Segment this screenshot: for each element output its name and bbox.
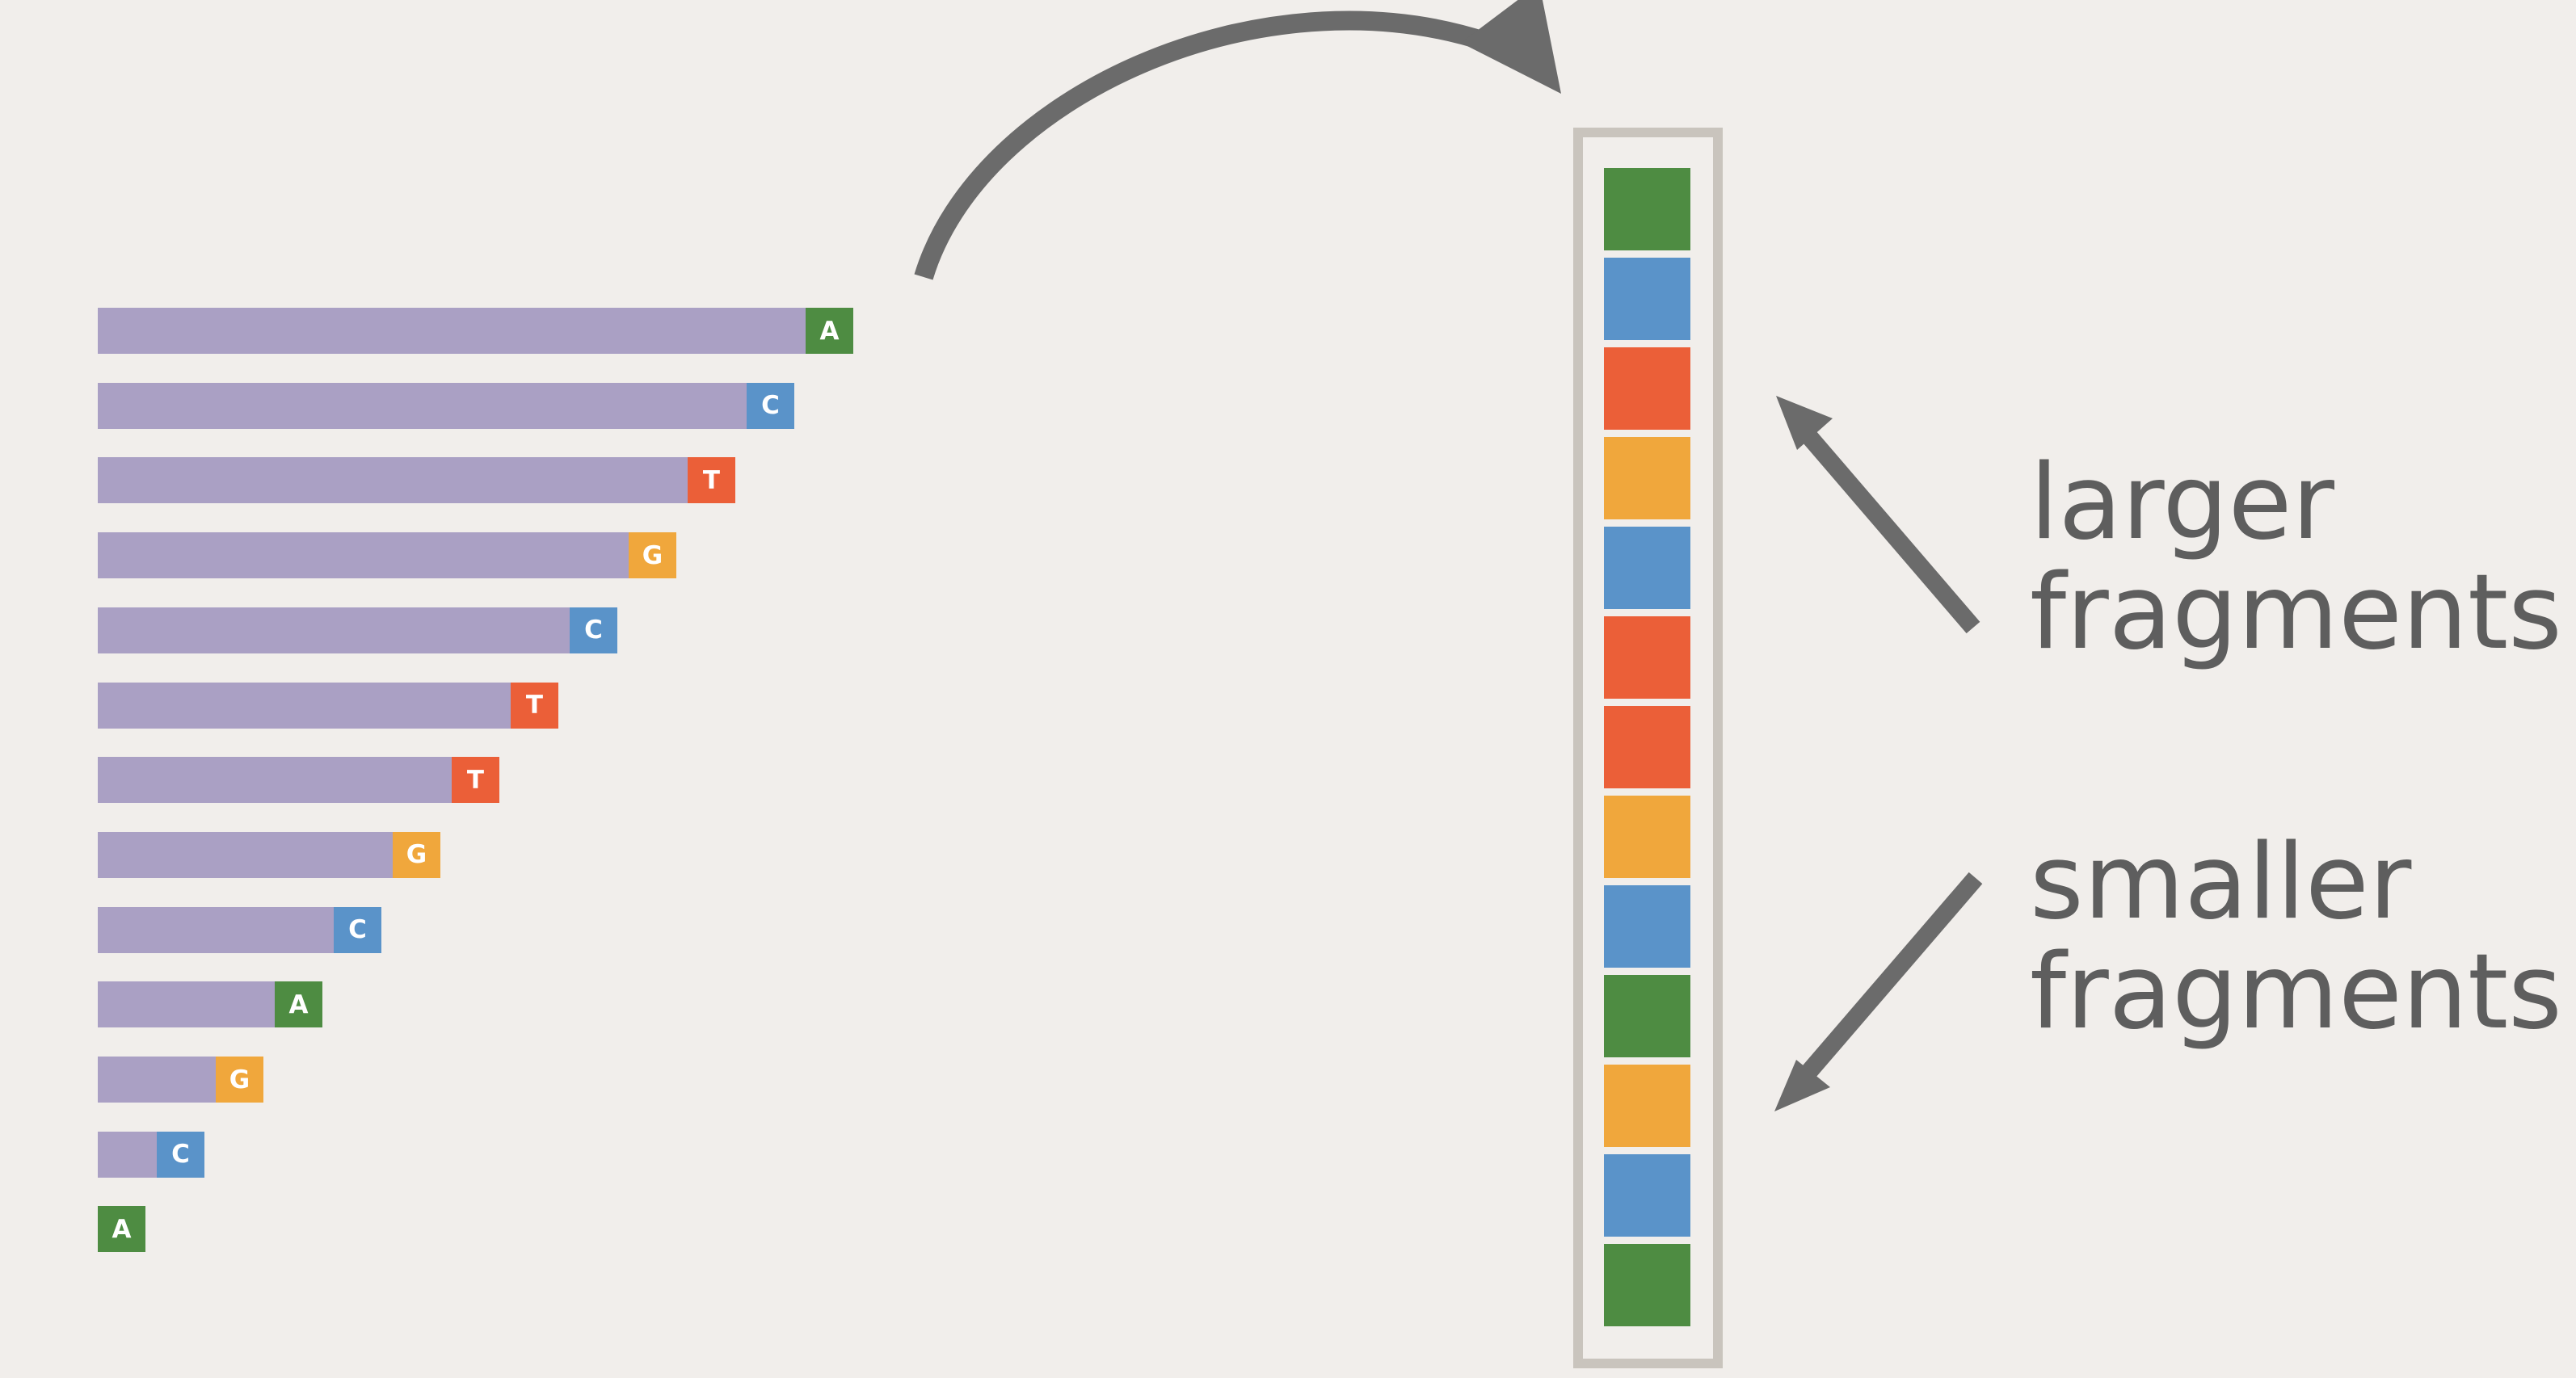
dna-fragment: A: [98, 1206, 145, 1253]
fragment-strand: [98, 906, 334, 953]
dna-fragment: G: [98, 532, 676, 579]
dna-fragment: T: [98, 457, 735, 504]
terminal-base-label: C: [157, 1131, 204, 1178]
capillary-band: [1604, 1154, 1690, 1237]
dna-fragment: A: [98, 981, 322, 1028]
terminal-base-label: C: [570, 607, 617, 653]
curved-transfer-arrow-icon: [914, 11, 1490, 280]
fragment-strand: [98, 1057, 216, 1103]
smaller-fragments-label: smaller fragments: [2030, 828, 2562, 1048]
curved-transfer-arrowhead-icon: [1461, 0, 1561, 94]
fragment-strand: [98, 532, 629, 579]
dna-fragment: T: [98, 682, 558, 729]
dna-fragment: G: [98, 831, 440, 878]
larger-label-line1: larger: [2030, 443, 2334, 563]
capillary-band: [1604, 1065, 1690, 1147]
dna-fragment: C: [98, 1131, 204, 1178]
terminal-base-label: T: [452, 757, 499, 804]
capillary-band: [1604, 796, 1690, 878]
up-left-arrowhead-icon: [1776, 396, 1833, 450]
larger-fragments-label: larger fragments: [2030, 448, 2562, 668]
terminal-base-label: C: [747, 382, 794, 429]
fragment-strand: [98, 682, 511, 729]
capillary-band: [1604, 437, 1690, 519]
fragment-strand: [98, 457, 688, 504]
fragment-strand: [98, 308, 806, 354]
smaller-label-line1: smaller: [2030, 822, 2412, 943]
fragment-strand: [98, 757, 452, 804]
terminal-base-label: T: [688, 457, 735, 504]
terminal-base-label: G: [216, 1057, 263, 1103]
capillary-band: [1604, 885, 1690, 968]
terminal-base-label: G: [629, 532, 676, 579]
fragment-strand: [98, 607, 570, 653]
capillary-band: [1604, 1244, 1690, 1326]
terminal-base-label: T: [511, 682, 558, 729]
capillary-gel-column: [1573, 128, 1723, 1368]
larger-label-line2: fragments: [2030, 552, 2562, 673]
up-left-arrow-icon: [1795, 422, 1980, 634]
down-left-arrowhead-icon: [1774, 1060, 1830, 1111]
terminal-base-label: G: [393, 831, 440, 878]
fragment-strand: [98, 831, 393, 878]
dna-fragment: C: [98, 382, 794, 429]
terminal-base-label: C: [334, 906, 381, 953]
capillary-band: [1604, 527, 1690, 609]
terminal-base-label: A: [806, 308, 853, 354]
dna-fragment: C: [98, 906, 381, 953]
fragment-strand: [98, 981, 275, 1028]
fragment-strand: [98, 1131, 157, 1178]
capillary-band: [1604, 706, 1690, 788]
dna-fragment: A: [98, 308, 853, 354]
smaller-label-line2: fragments: [2030, 932, 2562, 1052]
fragment-strand: [98, 382, 747, 429]
down-left-arrow-icon: [1795, 872, 1983, 1086]
capillary-band: [1604, 347, 1690, 430]
dna-fragment: C: [98, 607, 617, 653]
capillary-band: [1604, 168, 1690, 250]
terminal-base-label: A: [275, 981, 322, 1028]
dna-fragment: T: [98, 757, 499, 804]
capillary-band: [1604, 616, 1690, 699]
capillary-band: [1604, 975, 1690, 1057]
capillary-band: [1604, 258, 1690, 340]
dna-fragment: G: [98, 1057, 263, 1103]
terminal-base-label: A: [98, 1206, 145, 1253]
